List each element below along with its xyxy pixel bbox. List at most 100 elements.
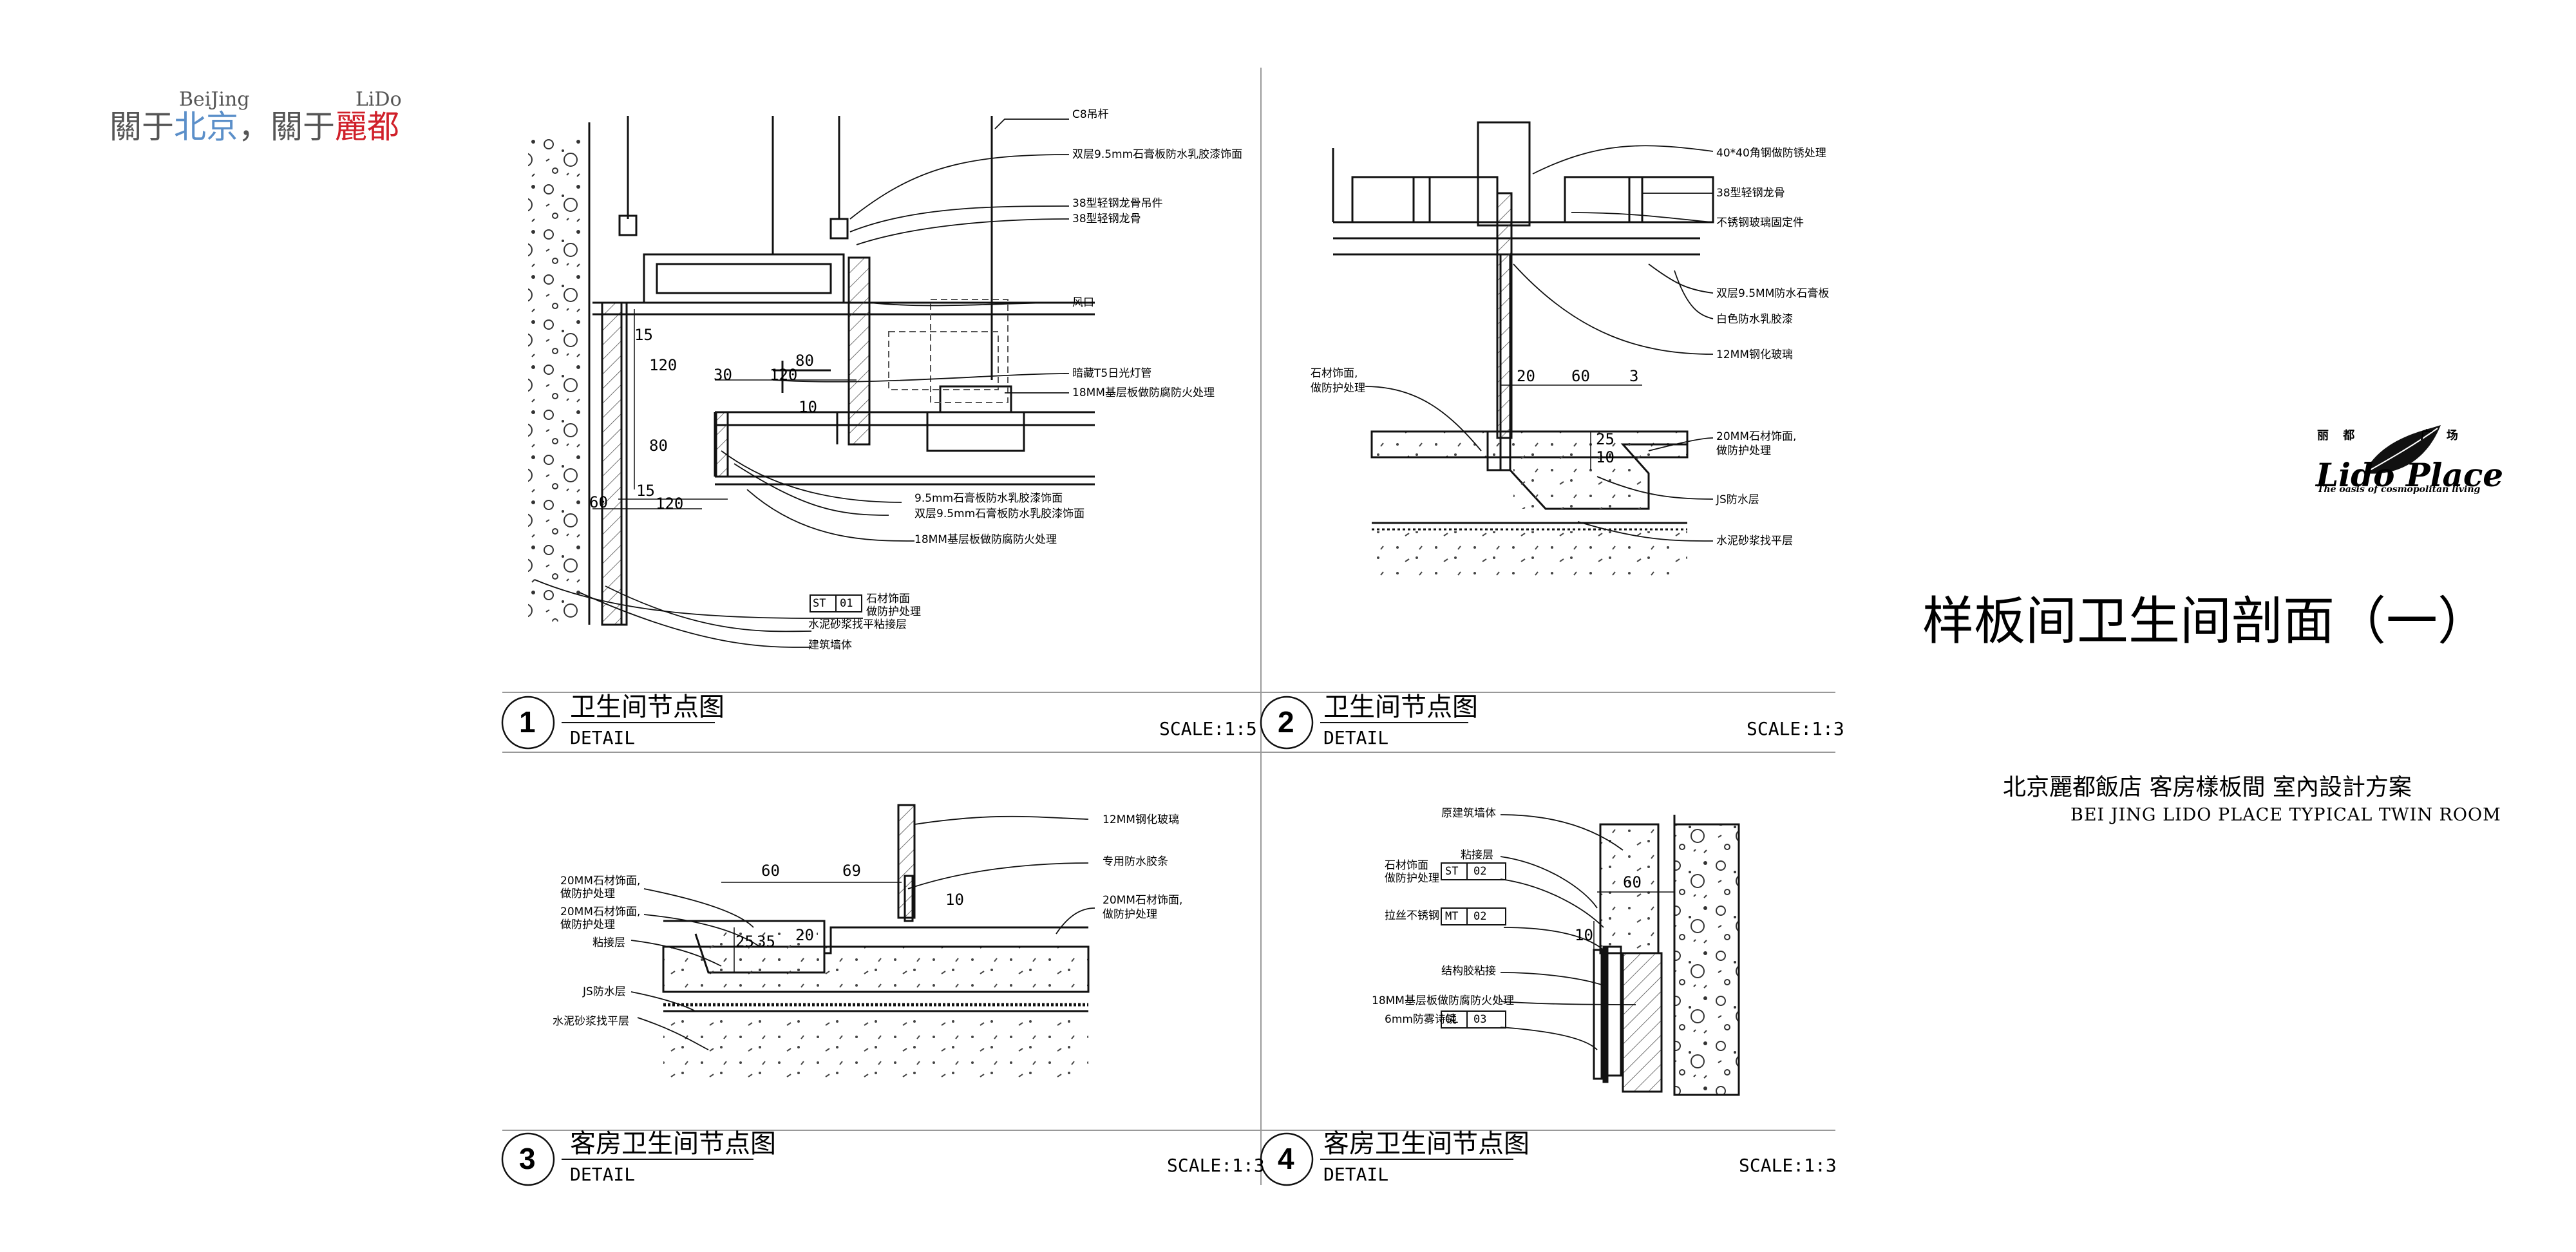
- panel-scale: SCALE:1:3: [1167, 1155, 1265, 1176]
- lido-logo-leaf: [2363, 425, 2441, 474]
- panel-title: 客房卫生间节点图: [570, 1129, 776, 1159]
- annotation: 20MM石材饰面,: [560, 875, 641, 887]
- annotation: 风口: [1072, 296, 1094, 309]
- dimension: 60: [1571, 367, 1590, 385]
- dimension: 120: [770, 366, 798, 384]
- dimension: 35: [757, 933, 775, 951]
- material-tag-code: MT: [1445, 910, 1459, 923]
- annotation: 双层9.5mm石膏板防水乳胶漆饰面: [914, 507, 1085, 520]
- annotation: 38型轻钢龙骨: [1716, 187, 1785, 200]
- annotation: 20MM石材饰面,: [560, 906, 641, 918]
- brand-about-1: 關于: [109, 108, 174, 146]
- annotation: 12MM钢化玻璃: [1716, 348, 1793, 361]
- tag-boxes: [810, 594, 1506, 1029]
- panel-scale: SCALE:1:5: [1159, 718, 1257, 739]
- annotation: 12MM钢化玻璃: [1103, 813, 1179, 826]
- annotation: 做防护处理: [1385, 872, 1439, 885]
- annotation: 40*40角钢做防锈处理: [1716, 147, 1826, 160]
- annotation: 暗藏T5日光灯管: [1072, 367, 1152, 380]
- panel-scale: SCALE:1:3: [1747, 718, 1844, 739]
- sheet-grid-lines: [502, 68, 1835, 1185]
- annotation: 水泥砂浆找平粘接层: [808, 618, 907, 631]
- annotation: 做防护处理: [560, 887, 615, 900]
- panel-title: 客房卫生间节点图: [1323, 1129, 1530, 1159]
- annotation: 38型轻钢龙骨吊件: [1072, 197, 1163, 210]
- panel-sub: DETAIL: [1323, 727, 1389, 748]
- logo-char-2: 都: [2343, 429, 2360, 442]
- annotation: 建筑墙体: [808, 639, 852, 652]
- annotation: 做防护处理: [1103, 908, 1157, 921]
- panel-1-drawing: [528, 116, 1095, 648]
- annotation: 18MM基层板做防腐防火处理: [914, 533, 1057, 546]
- material-tag-code: ST: [813, 597, 826, 610]
- dimension: 60: [1623, 873, 1642, 891]
- annotation: 做防护处理: [866, 605, 921, 618]
- annotation: 不锈钢玻璃固定件: [1716, 216, 1804, 229]
- dimension: 30: [714, 366, 732, 384]
- dimension: 25: [1596, 430, 1615, 448]
- dimension: 10: [1596, 448, 1615, 466]
- annotation: 20MM石材饰面,: [1103, 894, 1183, 907]
- brand-tagline: 關于北京，關于麗都: [109, 111, 399, 143]
- annotation: 原建筑墙体: [1441, 807, 1496, 820]
- annotation: 做防护处理: [560, 918, 615, 931]
- dimension: 10: [799, 398, 817, 416]
- material-tag-code: ST: [1445, 865, 1459, 878]
- dimension: 60: [589, 493, 608, 511]
- brand-lido-small: LiDo: [355, 88, 402, 111]
- logo-char-4: 场: [2446, 429, 2463, 442]
- panel-number-circles: [501, 696, 1314, 1186]
- annotation: 水泥砂浆找平层: [1716, 535, 1793, 547]
- material-tag-num: 01: [840, 597, 853, 610]
- brand-lido: 麗都: [335, 108, 399, 146]
- panel-scale: SCALE:1:3: [1739, 1155, 1837, 1176]
- material-tag-code: GL: [1445, 1013, 1459, 1026]
- logo-tagline: The oasis of cosmopolitan living: [2317, 484, 2481, 495]
- material-tag-num: 02: [1473, 865, 1487, 878]
- logo-char-1: 丽: [2317, 429, 2334, 442]
- logo-char-3: 广: [2420, 429, 2438, 442]
- annotation: 6mm防雾诗镜: [1385, 1013, 1457, 1026]
- annotation: 双层9.5MM防水石膏板: [1716, 287, 1830, 300]
- panel-3-drawing: [630, 804, 1095, 1085]
- annotation: 做防护处理: [1716, 444, 1771, 457]
- dimension: 10: [945, 891, 964, 909]
- annotation: JS防水层: [583, 985, 626, 998]
- annotation: 做防护处理: [1311, 382, 1365, 395]
- annotation: 20MM石材饰面,: [1716, 430, 1797, 443]
- annotation: 双层9.5mm石膏板防水乳胶漆饰面: [1072, 148, 1243, 161]
- dimension: 80: [795, 352, 814, 370]
- brand-beijing-small: BeiJing: [179, 88, 250, 111]
- annotation: 结构胶粘接: [1441, 965, 1496, 978]
- annotation: 石材饰面,: [1311, 367, 1358, 380]
- dimension: 15: [634, 326, 653, 344]
- brand-about-2: 關于: [270, 108, 335, 146]
- sheet-subtitle-cn: 北京麗都飯店 客房樣板間 室內設計方案: [2003, 774, 2412, 801]
- dimension: 3: [1629, 367, 1639, 385]
- panel-number: 4: [1278, 1142, 1294, 1175]
- annotation: 石材饰面: [1385, 859, 1428, 872]
- brand-beijing: 北京: [174, 108, 238, 146]
- annotation: 18MM基层板做防腐防火处理: [1372, 994, 1514, 1007]
- dimension: 20: [1517, 367, 1535, 385]
- annotation: 9.5mm石膏板防水乳胶漆饰面: [914, 492, 1063, 505]
- panel-number: 1: [519, 705, 536, 739]
- dimension: 20: [795, 926, 814, 944]
- annotation: 水泥砂浆找平层: [553, 1015, 629, 1028]
- brand-comma: ，: [238, 108, 270, 146]
- panel-number: 2: [1278, 705, 1294, 739]
- annotation: 粘接层: [592, 936, 625, 949]
- annotation: 拉丝不锈钢: [1385, 909, 1439, 922]
- panel-sub: DETAIL: [1323, 1164, 1389, 1185]
- sheet-title: 样板间卫生间剖面（一）: [1922, 591, 2489, 651]
- annotation: 石材饰面: [866, 593, 910, 605]
- annotation: JS防水层: [1716, 493, 1759, 506]
- annotation: 38型轻钢龙骨: [1072, 213, 1141, 225]
- dimension: 80: [649, 437, 668, 455]
- panel-4-drawing: [1500, 814, 1740, 1096]
- dimension: 25: [735, 933, 754, 951]
- panel-number: 3: [519, 1142, 536, 1175]
- panel-2-drawing: [1332, 121, 1714, 576]
- annotation: 专用防水胶条: [1103, 855, 1168, 868]
